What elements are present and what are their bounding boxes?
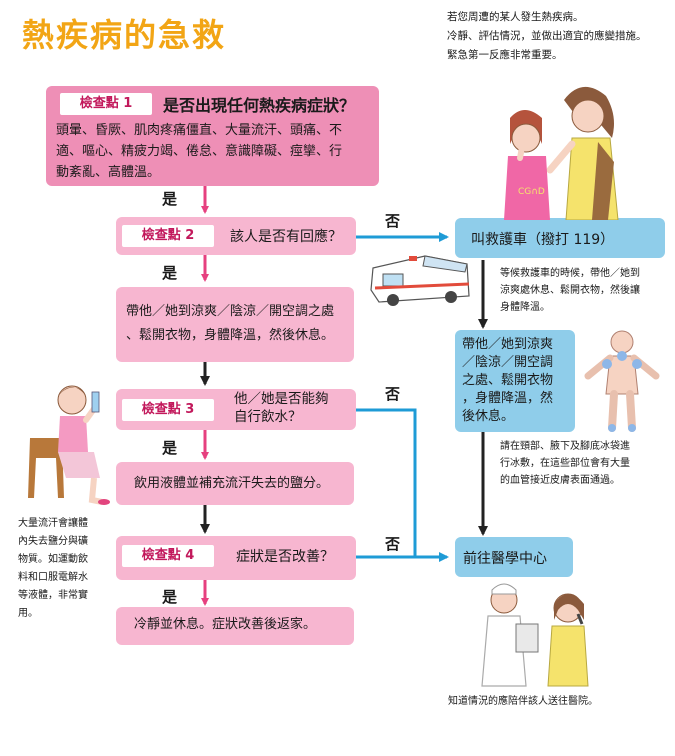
symptoms-line: 適、嘔心、精疲力竭、倦怠、意識障礙、痙攣、行 <box>56 144 343 159</box>
yes-label: 是 <box>162 439 178 457</box>
note-line: 內失去鹽分與礦 <box>18 536 88 547</box>
question-line: 他／她是否能夠 <box>234 391 329 407</box>
note-line: 涼爽處休息、鬆開衣物，然後讓 <box>500 285 640 296</box>
checkpoint-2-tag: 檢查點 2 <box>122 225 214 247</box>
checkpoint-4-question: 症狀是否改善？ <box>236 549 334 565</box>
note-line: 料和口服電解水 <box>18 572 88 583</box>
shirt-logo: CG∩D <box>518 187 545 197</box>
no-label: 否 <box>385 385 401 403</box>
intro-text: 若您周遭的某人發生熱疾病。 冷靜、評估情況，並做出適宜的應變措施。 緊急第一反應… <box>447 8 672 65</box>
cool-down-right-box <box>455 330 575 432</box>
yes-label: 是 <box>162 264 178 282</box>
checkpoint-2-question: 該人是否有回應？ <box>230 229 342 245</box>
checkpoint-1-tag: 檢查點 1 <box>60 93 152 115</box>
cool-down-line: 帶他／她到涼爽／陰涼／開空調之處 <box>126 304 335 319</box>
ambulance-box <box>455 218 665 258</box>
cool-down-right-line: 帶他／她到涼爽 <box>462 337 554 352</box>
cool-down-right-line: ，身體降溫，然 <box>462 391 554 406</box>
helper-and-girl-illustration: CG∩D <box>504 86 619 220</box>
intro-line: 若您周遭的某人發生熱疾病。 <box>447 11 584 23</box>
cool-down-text: 帶他／她到涼爽／陰涼／開空調之處 、鬆開衣物，身體降溫，然後休息。 <box>126 300 354 348</box>
note-line: 用。 <box>18 608 38 619</box>
rest-box <box>116 607 354 645</box>
symptoms-line: 頭暈、昏厥、肌肉疼痛僵直、大量流汗、頭痛、不 <box>56 123 343 138</box>
cool-down-line: 、鬆開衣物，身體降溫，然後休息。 <box>126 328 335 343</box>
ambulance-illustration <box>370 255 470 306</box>
checkpoint-4-tag: 檢查點 4 <box>122 545 214 567</box>
note-line: 的血管接近皮膚表面通過。 <box>500 475 620 486</box>
symptoms-line: 動紊亂、高體溫。 <box>56 165 161 180</box>
checkpoint-3-question: 他／她是否能夠 自行飲水？ <box>234 390 329 426</box>
checkpoint-1-question: 是否出現任何熱疾病症狀？ <box>163 96 356 115</box>
intro-line: 冷靜、評估情況，並做出適宜的應變措施。 <box>447 30 647 42</box>
note-line: 請在頸部、腋下及腳底冰袋進 <box>500 441 630 452</box>
note-line: 大量流汗會讓體 <box>18 518 88 529</box>
yes-label: 是 <box>162 190 178 208</box>
drinking-girl-illustration <box>28 385 110 505</box>
medical-center-box <box>455 537 573 577</box>
drink-box <box>116 462 354 505</box>
yes-label: 是 <box>162 588 178 606</box>
cool-down-right-line: ／陰涼／開空調 <box>462 355 554 370</box>
rest-text: 冷靜並休息。症狀改善後返家。 <box>134 617 317 632</box>
no-arrow <box>355 408 417 557</box>
no-label: 否 <box>385 212 401 230</box>
page-title: 熱疾病的急救 <box>22 16 227 54</box>
note-line: 身體降溫。 <box>500 302 550 313</box>
drink-text: 飲用液體並補充流汗失去的鹽分。 <box>134 476 330 491</box>
no-label: 否 <box>385 535 401 553</box>
medical-note: 知道情況的應陪伴該人送往醫院。 <box>448 696 598 707</box>
ambulance-note: 等候救護車的時候，帶他／她到 涼爽處休息、鬆開衣物，然後讓 身體降溫。 <box>500 265 670 316</box>
ice-note: 請在頸部、腋下及腳底冰袋進 行冰敷，在這些部位會有大量 的血管接近皮膚表面通過。 <box>500 438 670 489</box>
medical-center-label: 前往醫學中心 <box>463 551 547 567</box>
intro-line: 緊急第一反應非常重要。 <box>447 49 563 61</box>
cool-down-box <box>116 287 354 362</box>
note-line: 等候救護車的時候，帶他／她到 <box>500 268 640 279</box>
body-cooling-illustration <box>584 330 660 432</box>
cool-down-right-text: 帶他／她到涼爽 ／陰涼／開空調 之處、鬆開衣物 ，身體降溫，然 後休息。 <box>462 336 574 426</box>
ambulance-label: 叫救護車（撥打 119） <box>471 232 615 248</box>
cool-down-right-line: 後休息。 <box>462 409 515 424</box>
note-line: 物質。如運動飲 <box>18 554 88 565</box>
question-line: 自行飲水？ <box>234 409 302 425</box>
note-line: 等液體，非常實 <box>18 590 88 601</box>
checkpoint-3-tag: 檢查點 3 <box>122 399 214 421</box>
salt-note: 大量流汗會讓體 內失去鹽分與礦 物質。如運動飲 料和口服電解水 等液體，非常實 … <box>18 515 110 623</box>
cool-down-right-line: 之處、鬆開衣物 <box>462 373 554 388</box>
checkpoint-1-symptoms: 頭暈、昏厥、肌肉疼痛僵直、大量流汗、頭痛、不 適、嘔心、精疲力竭、倦怠、意識障礙… <box>56 120 376 183</box>
nurse-illustration <box>481 583 589 687</box>
note-line: 行冰敷，在這些部位會有大量 <box>500 458 630 469</box>
